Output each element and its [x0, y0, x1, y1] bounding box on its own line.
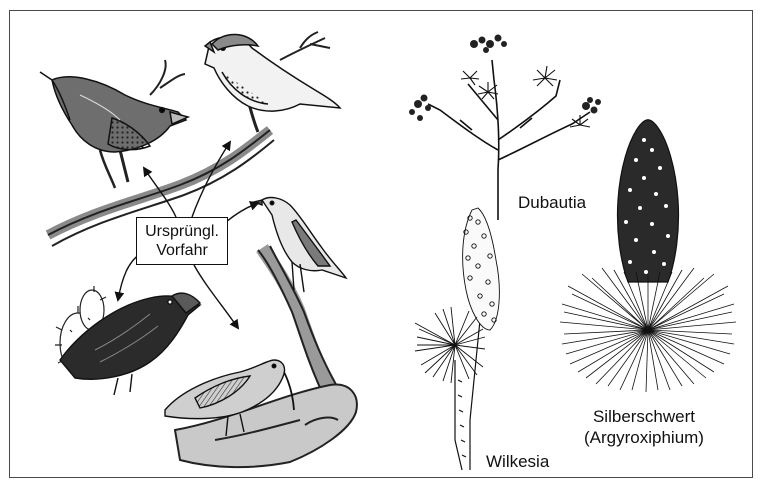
wilkesia-label: Wilkesia — [486, 452, 549, 472]
wilkesia-plant — [415, 208, 499, 470]
silversword-label-line2: (Argyroxiphium) — [584, 427, 704, 448]
ancestor-label-line2: Vorfahr — [156, 241, 208, 260]
silversword-plant — [560, 120, 736, 392]
dubautia-label: Dubautia — [518, 193, 586, 213]
silversword-label: Silberschwert (Argyroxiphium) — [584, 406, 704, 448]
silversword-label-line1: Silberschwert — [584, 406, 704, 427]
ancestor-label-line1: Ursprüngl. — [145, 222, 219, 241]
original-ancestor-box: Ursprüngl. Vorfahr — [136, 217, 228, 265]
